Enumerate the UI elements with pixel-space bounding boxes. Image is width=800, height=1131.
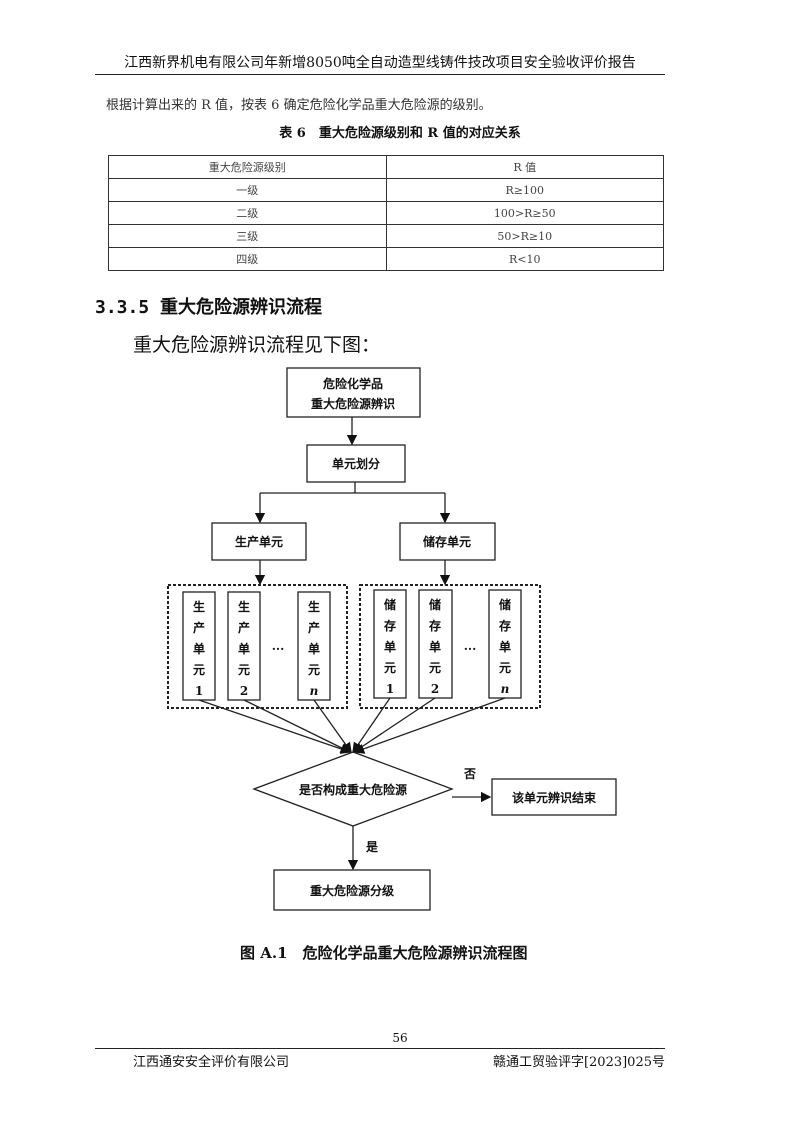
unit-label-char: n: [310, 684, 319, 698]
ellipsis: ...: [464, 639, 477, 653]
paragraph: 根据计算出来的 R 值，按表 6 确定危险化学品重大危险源的级别。: [106, 98, 492, 113]
divide-box: [306, 444, 406, 483]
header-divider: [95, 74, 665, 75]
unit-label-char: 元: [238, 663, 250, 677]
unit-label-char: 单: [193, 641, 205, 656]
unit-label-char: 储: [429, 597, 441, 612]
ellipsis: ...: [272, 639, 285, 653]
production-group: [167, 584, 348, 709]
grade-box: [273, 869, 431, 911]
unit-label-char: 存: [383, 618, 396, 633]
unit-label-char: 2: [431, 682, 439, 696]
table-cell: 四级: [108, 247, 387, 271]
start-label: 重大危险源辨识: [311, 396, 395, 411]
grade-label: 重大危险源分级: [310, 883, 394, 898]
section-heading: 3.3.5 重大危险源辨识流程: [95, 297, 323, 318]
unit-label-char: 1: [195, 684, 203, 698]
unit-label-char: 元: [499, 661, 511, 675]
unit-label-char: 元: [193, 663, 205, 677]
unit-label-char: 储: [384, 597, 396, 612]
decision-label: 是否构成重大危险源: [298, 782, 407, 797]
divide-label: 单元划分: [332, 456, 380, 471]
storage-group: [359, 584, 541, 709]
table-cell: 100>R≥50: [385, 201, 664, 225]
header-title: 江西新界机电有限公司年新增8050吨全自动造型线铸件技改项目安全验收评价报告: [124, 55, 636, 71]
unit-label-char: 产: [193, 620, 205, 635]
figure-caption: 图 A.1 危险化学品重大危险源辨识流程图: [240, 944, 528, 962]
unit-label-char: 生: [193, 599, 205, 614]
unit-label-char: 单: [499, 639, 511, 654]
storage-box: [399, 522, 496, 561]
unit-label-char: 产: [238, 620, 250, 635]
production-label: 生产单元: [235, 534, 283, 549]
table-caption: 表 6 重大危险源级别和 R 值的对应关系: [279, 126, 521, 141]
unit-label-char: 元: [308, 663, 320, 677]
footer-doc-number: 赣通工贸验评字[2023]025号: [492, 1055, 665, 1070]
no-label: 否: [463, 767, 476, 781]
unit-label-char: 存: [428, 618, 441, 633]
production-box: [211, 522, 307, 561]
table-cell: 三级: [108, 224, 387, 248]
unit-label-char: 存: [498, 618, 511, 633]
unit-label-char: 单: [308, 641, 320, 656]
table-header: R 值: [385, 155, 664, 179]
yes-label: 是: [365, 840, 379, 854]
footer-divider: [95, 1048, 665, 1049]
end-label: 该单元辨识结束: [512, 790, 597, 805]
unit-label-char: 单: [238, 641, 250, 656]
page-number: 56: [392, 1031, 408, 1045]
table-cell: R<10: [385, 247, 664, 271]
unit-label-char: 单: [384, 639, 396, 654]
unit-label-char: 生: [308, 599, 320, 614]
start-label: 危险化学品: [322, 376, 383, 391]
table-cell: R≥100: [385, 178, 664, 202]
end-box: [491, 778, 617, 816]
start-box: [286, 367, 421, 418]
unit-label-char: 产: [308, 620, 320, 635]
unit-label-char: 元: [384, 661, 396, 675]
footer-company: 江西通安安全评价有限公司: [133, 1055, 290, 1070]
unit-label-char: 储: [499, 597, 511, 612]
unit-label-char: n: [501, 682, 510, 696]
storage-label: 储存单元: [423, 534, 471, 549]
intro-text: 重大危险源辨识流程见下图：: [133, 334, 381, 356]
unit-label-char: 2: [240, 684, 248, 698]
unit-label-char: 生: [238, 599, 250, 614]
unit-label-char: 1: [386, 682, 394, 696]
unit-label-char: 单: [429, 639, 441, 654]
unit-label-char: 元: [429, 661, 441, 675]
